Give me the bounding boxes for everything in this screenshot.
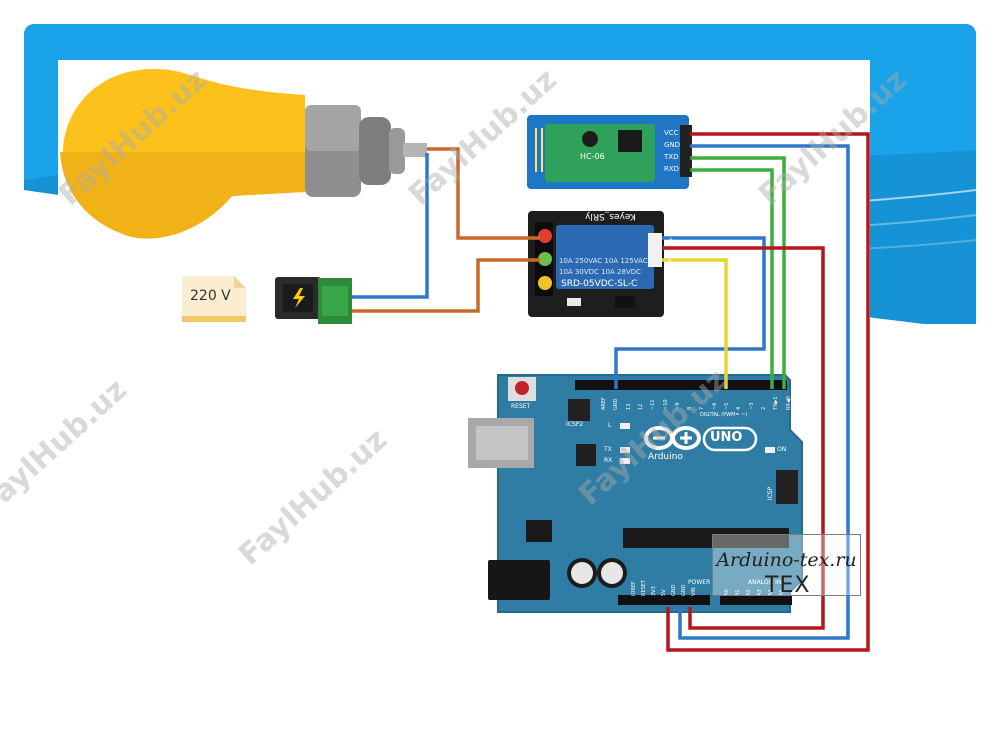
digital-pin-label: TX▶1 [773, 396, 780, 410]
relay-module [528, 211, 664, 317]
bluetooth-pin-gnd: GND [664, 141, 681, 149]
on-led-label: ON [777, 446, 787, 453]
bluetooth-model-label: HC-06 [580, 152, 605, 161]
relay-rating-1: 10A 250VAC 10A 125VAC [559, 257, 648, 265]
wire-txd-green [690, 156, 786, 389]
wires [352, 132, 870, 652]
digital-header-label: DIGITAL (PWM= ~) [700, 412, 748, 418]
voltage-note: 220 V [182, 276, 246, 322]
digital-pin-label: ~11 [650, 399, 657, 410]
arduino-uno-board [468, 374, 803, 613]
digital-pin-label: 8 [687, 406, 694, 410]
digital-pin-label: RX◀0 [785, 396, 792, 410]
digital-pin-label: 12 [637, 403, 644, 410]
wire-relay-gnd-blue [614, 236, 766, 389]
wire-jack-to-relay-orange [352, 258, 540, 313]
reset-label: RESET [511, 403, 531, 410]
digital-pin-label: AREF [601, 397, 607, 410]
icsp-label: ICSP [767, 486, 775, 501]
icsp2-label: ICSP2 [566, 421, 584, 428]
power-header-label: POWER [688, 579, 711, 586]
relay-rating-2: 10A 30VDC 10A 28VDC [559, 268, 642, 276]
digital-pin-label: ~10 [662, 399, 669, 410]
light-bulb [60, 68, 427, 239]
digital-pin-label: GND [613, 398, 620, 410]
digital-pin-label: ~9 [674, 402, 681, 410]
power-pin-label: 5V [661, 589, 667, 596]
digital-pin-label: 4 [736, 406, 743, 410]
wire-gnd-blue [678, 144, 850, 640]
power-pin-label: 3V3 [651, 586, 657, 596]
power-pin-label: VIN [691, 587, 697, 596]
source-logo-label: TEX [765, 573, 811, 598]
bluetooth-pin-vcc: VCC [664, 129, 679, 137]
wire-relay-signal-yellow [662, 258, 728, 389]
wire-bulb-to-jack-blue [352, 153, 429, 299]
relay-pin-label: + [668, 236, 674, 244]
arduino-brand-label: Arduino [648, 452, 683, 462]
digital-pin-label: ~3 [748, 402, 755, 410]
arduino-logo-icon [644, 426, 701, 450]
digital-pin-label: ~5 [724, 402, 730, 410]
power-pin-label: RESET [641, 579, 647, 596]
led-tx-label: TX [604, 446, 612, 453]
wire-relay-vcc-red [662, 246, 825, 630]
relay-pin-label: S [668, 258, 673, 266]
digital-pin-label: ~6 [711, 402, 718, 410]
digital-pin-label: 7 [699, 406, 706, 410]
bluetooth-pin-rxd: RXD [664, 165, 680, 173]
source-site-label: Arduino-tex.ru [716, 549, 857, 571]
analog-header-label: ANALOG IN [748, 579, 782, 586]
digital-pin-label: 13 [625, 403, 632, 410]
bluetooth-pin-txd: TXD [664, 153, 679, 161]
relay-model-label: SRD-05VDC-SL-C [561, 279, 638, 289]
relay-pin-label: - [668, 247, 671, 255]
relay-brand-label: Keyes_SRly [585, 211, 636, 221]
power-pin-label: GND [681, 584, 687, 596]
wire-vcc-red [666, 132, 870, 652]
voltage-label: 220 V [190, 288, 231, 304]
source-label-box: Arduino-tex.ru TEX [712, 534, 861, 598]
led-rx-label: RX [604, 457, 613, 464]
wire-rxd-green [690, 168, 774, 389]
arduino-model-label: UNO [710, 430, 743, 445]
power-pin-label: IOREF [631, 581, 637, 596]
power-pin-label: GND [671, 584, 677, 596]
power-jack [275, 277, 352, 324]
bluetooth-module [527, 115, 692, 189]
led-l-label: L [608, 422, 612, 429]
digital-pin-label: 2 [760, 406, 767, 410]
wire-bulb-to-relay-orange [427, 147, 540, 240]
